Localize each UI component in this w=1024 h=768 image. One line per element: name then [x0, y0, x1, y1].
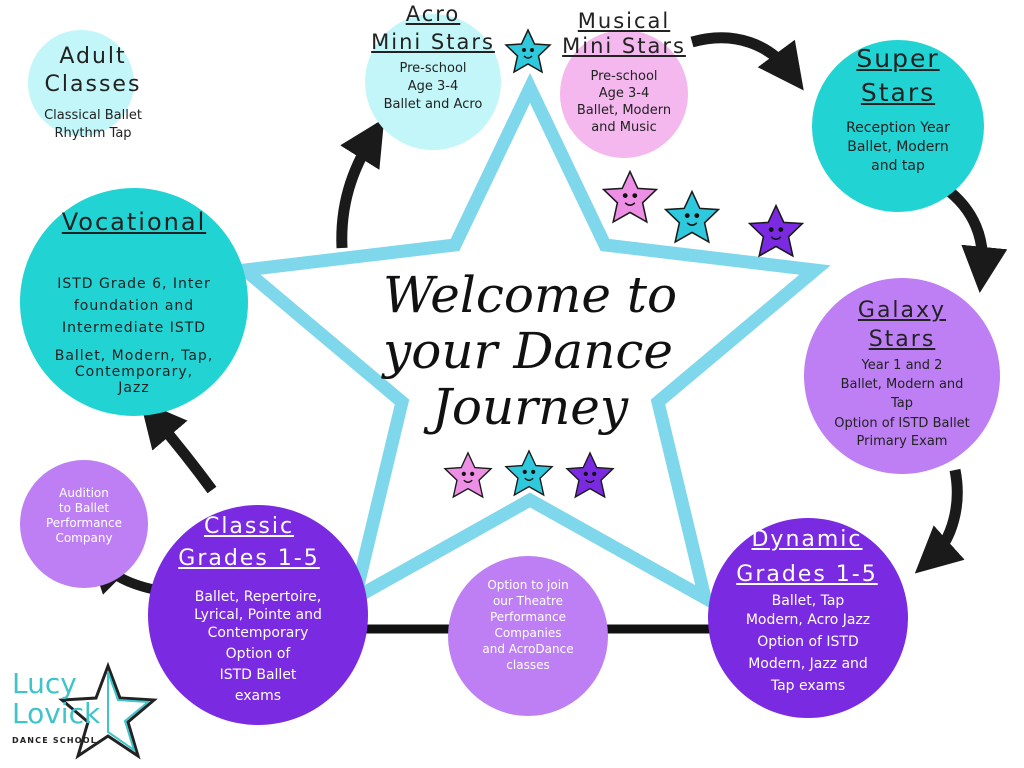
musical-desc-line1: Pre-school — [590, 69, 658, 84]
welcome-line2: your Dance — [381, 322, 673, 380]
super-stars-circle — [812, 40, 984, 212]
vocational-desc-line5: Contemporary, — [74, 364, 194, 380]
audition-desc-line2: to Ballet — [58, 501, 110, 515]
acro-mini-stars-circle — [365, 14, 501, 150]
classic-grades-circle — [148, 505, 368, 725]
star-character-icon — [505, 450, 553, 496]
dynamic-title-line1: Dynamic — [751, 527, 863, 552]
logo-star-icon — [58, 662, 158, 760]
theatre-desc-line2: our Theatre — [492, 594, 564, 608]
theatre-desc-line5: and AcroDance — [482, 642, 574, 656]
super-desc-line1: Reception Year — [846, 120, 950, 136]
adult-title-line2: Classes — [44, 72, 142, 97]
musical-title-line2: Mini Stars — [562, 34, 686, 58]
galaxy-desc-line2: Ballet, Modern and — [840, 377, 964, 392]
big-star-outline — [229, 72, 831, 611]
star-character-icon — [566, 452, 614, 498]
school-logo: Lucy Lovick DANCE SCHOOL — [10, 662, 160, 762]
dynamic-title-line2: Grades 1-5 — [736, 562, 878, 587]
star-character-icon — [748, 204, 804, 257]
acro-desc-line3: Ballet and Acro — [383, 97, 483, 112]
dynamic-desc-line2: Modern, Acro Jazz — [745, 612, 871, 628]
audition-circle — [20, 460, 148, 588]
super-desc-line3: and tap — [871, 158, 925, 174]
galaxy-desc-line3: Tap — [890, 396, 913, 411]
logo-line1: Lucy — [12, 667, 77, 700]
arrow-classic-to-vocational — [140, 400, 217, 494]
adult-desc-line2: Rhythm Tap — [54, 126, 132, 141]
vocational-circle — [20, 188, 248, 416]
galaxy-desc-line5: Primary Exam — [856, 434, 948, 449]
vocational-desc-line1: ISTD Grade 6, Inter — [57, 276, 211, 292]
arrow-super-to-galaxy — [941, 183, 1008, 293]
galaxy-title-line2: Stars — [868, 327, 936, 352]
arrow-galaxy-to-dynamic — [914, 468, 965, 574]
super-title-line2: Stars — [860, 78, 936, 107]
acro-desc-line2: Age 3-4 — [407, 79, 459, 94]
star-character-icon — [505, 29, 551, 73]
musical-desc-line3: Ballet, Modern — [576, 103, 672, 118]
audition-desc-line4: Company — [55, 531, 113, 545]
musical-desc-line4: and Music — [591, 120, 657, 135]
adult-classes-circle — [28, 30, 134, 136]
acro-title-line2: Mini Stars — [371, 30, 495, 54]
galaxy-desc-line4: Option of ISTD Ballet — [834, 416, 970, 431]
adult-title-line1: Adult — [59, 44, 127, 69]
dynamic-grades-circle — [708, 518, 908, 718]
musical-mini-stars-circle — [560, 30, 688, 158]
logo-line2: Lovick — [12, 697, 101, 730]
theatre-desc-line6: classes — [506, 658, 550, 672]
musical-desc-line2: Age 3-4 — [598, 86, 650, 101]
theatre-desc-line4: Companies — [494, 626, 562, 640]
theatre-desc-line1: Option to join — [487, 578, 569, 592]
arrow-musical-to-super — [690, 32, 804, 91]
audition-desc-line1: Audition — [59, 486, 109, 500]
logo-line3: DANCE SCHOOL — [12, 736, 98, 745]
galaxy-desc-line1: Year 1 and 2 — [861, 358, 943, 373]
galaxy-title-line1: Galaxy — [857, 298, 947, 323]
star-character-icon — [602, 170, 658, 223]
vocational-title: Vocational — [61, 208, 207, 236]
classic-desc-line3: Contemporary — [207, 625, 309, 641]
theatre-option-circle — [448, 556, 608, 716]
vocational-desc-line4: Ballet, Modern, Tap, — [54, 348, 214, 364]
welcome-line3: Journey — [423, 378, 629, 436]
dynamic-desc-line3: Option of ISTD — [757, 634, 859, 650]
galaxy-stars-circle — [804, 278, 1000, 474]
classic-title-line2: Grades 1-5 — [178, 546, 320, 571]
audition-desc-line3: Performance — [45, 516, 123, 530]
vocational-desc-line2: foundation and — [73, 298, 195, 314]
dynamic-desc-line5: Tap exams — [770, 678, 846, 694]
classic-desc-line2: Lyrical, Pointe and — [194, 607, 322, 623]
star-character-icon — [444, 452, 492, 498]
classic-desc-line6: exams — [234, 688, 282, 704]
arrow-vocational-to-acro — [336, 118, 385, 249]
theatre-desc-line3: Performance — [489, 610, 567, 624]
dynamic-desc-line1: Ballet, Tap — [771, 593, 845, 609]
musical-title-line1: Musical — [577, 9, 671, 33]
acro-title-line1: Acro — [405, 2, 461, 26]
vocational-desc-line3: Intermediate ISTD — [61, 320, 207, 336]
welcome-line1: Welcome to — [383, 266, 677, 324]
super-title-line1: Super — [856, 44, 940, 73]
classic-desc-line4: Option of — [225, 646, 291, 662]
vocational-desc-line6: Jazz — [118, 380, 150, 396]
dynamic-desc-line4: Modern, Jazz and — [748, 656, 868, 672]
adult-desc-line1: Classical Ballet — [44, 108, 142, 123]
star-character-icon — [664, 190, 720, 243]
super-desc-line2: Ballet, Modern — [847, 139, 949, 155]
classic-title-line1: Classic — [203, 514, 295, 539]
classic-desc-line5: ISTD Ballet — [219, 667, 297, 683]
classic-desc-line1: Ballet, Repertoire, — [194, 589, 322, 605]
acro-desc-line1: Pre-school — [399, 61, 467, 76]
